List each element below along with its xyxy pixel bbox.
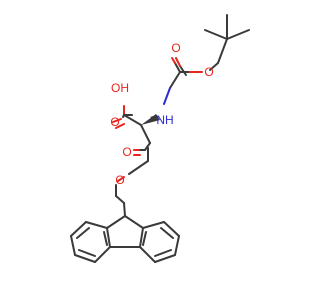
canvas-background — [0, 0, 300, 300]
bond — [70, 221, 87, 237]
bond — [115, 195, 125, 204]
bond — [106, 227, 111, 248]
bond — [174, 235, 180, 256]
alpha-carbon-group — [123, 114, 160, 144]
bond — [226, 29, 250, 40]
ester-linkage-group — [115, 176, 125, 204]
bond — [142, 221, 165, 229]
bond — [103, 231, 108, 246]
bond — [171, 57, 176, 64]
ester-carbonyl-oxygen-label: O — [122, 145, 131, 159]
bond — [78, 249, 96, 257]
bond — [112, 118, 122, 123]
molecule-structure: OH O NH O O O O — [0, 0, 300, 300]
ester-ether-oxygen-label: O — [115, 173, 124, 187]
bond — [123, 202, 126, 217]
bond — [139, 246, 156, 263]
boc-ether-oxygen-label: O — [204, 65, 213, 79]
bond — [128, 160, 149, 175]
bond — [160, 227, 174, 239]
bond — [154, 249, 172, 257]
bond — [204, 29, 228, 40]
bond — [144, 142, 151, 151]
bond — [106, 215, 126, 229]
bond — [123, 114, 142, 126]
bond — [85, 221, 108, 229]
bond — [163, 221, 180, 237]
boc-carbamate-group — [163, 57, 219, 105]
fluorene-group — [70, 202, 180, 263]
side-chain-group — [128, 142, 151, 175]
hydroxyl-label: OH — [111, 81, 129, 95]
bond — [124, 215, 144, 229]
bond — [70, 235, 76, 256]
bond — [117, 176, 125, 182]
bond — [217, 38, 228, 64]
acid-carbonyl-oxygen-label: O — [110, 115, 119, 129]
bond — [142, 231, 147, 246]
bond — [74, 254, 96, 263]
bond — [174, 62, 181, 73]
carboxylic-acid-group — [112, 105, 133, 129]
bond — [169, 71, 181, 89]
tert-butyl-group — [204, 14, 250, 64]
bond — [139, 227, 144, 248]
wedge-bond — [141, 114, 160, 125]
bond — [154, 254, 176, 263]
bond — [163, 87, 171, 105]
bond — [122, 114, 125, 118]
bond — [140, 124, 151, 144]
bond — [94, 246, 111, 263]
bond — [209, 62, 219, 71]
bond — [115, 123, 125, 129]
boc-carbonyl-oxygen-label: O — [171, 41, 180, 55]
bond — [179, 65, 187, 76]
amine-nh-label: NH — [156, 113, 173, 127]
bond — [175, 57, 181, 67]
bond — [76, 227, 90, 239]
